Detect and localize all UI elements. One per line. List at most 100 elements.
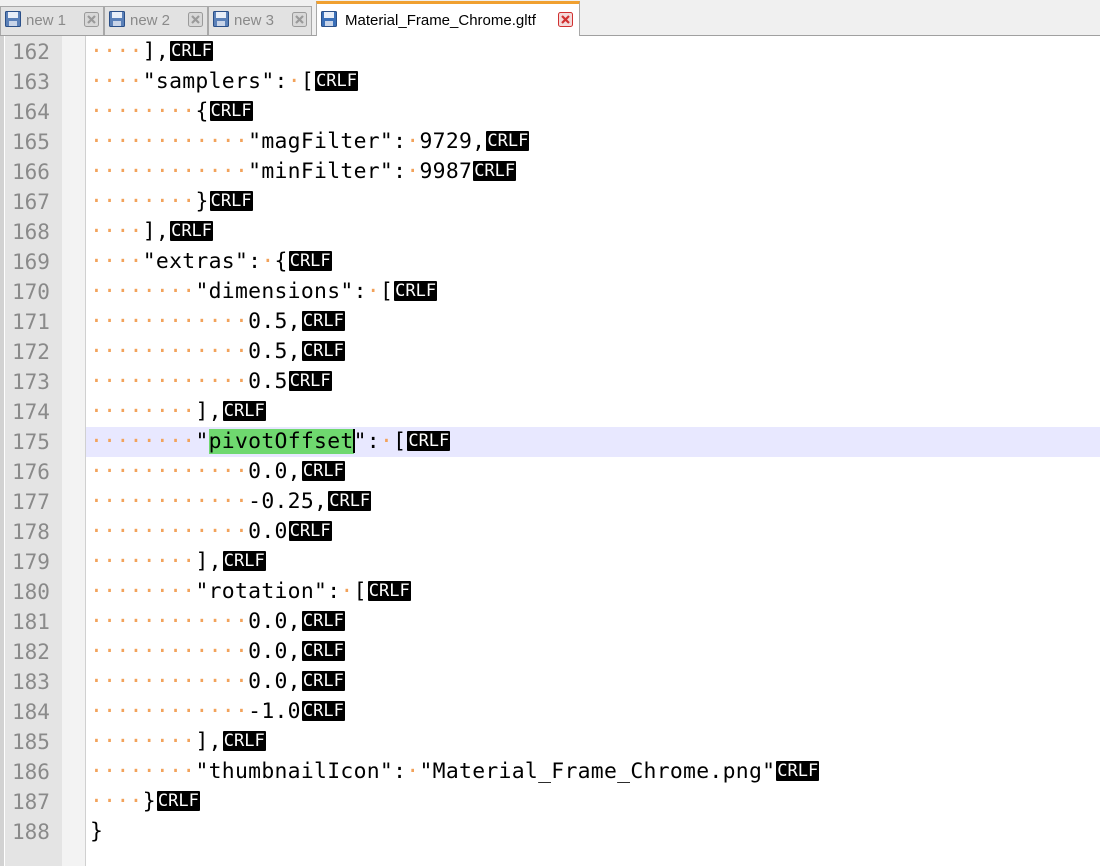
code-line[interactable]: 186········"thumbnailIcon":·"Material_Fr…: [0, 757, 1100, 787]
code-text[interactable]: }: [90, 819, 104, 844]
whitespace-marker: ·: [261, 249, 275, 274]
code-text[interactable]: ········"thumbnailIcon":·"Material_Frame…: [90, 759, 820, 784]
tab-label: new 3: [234, 12, 275, 29]
code-line[interactable]: 165············"magFilter":·9729,CRLF: [0, 127, 1100, 157]
line-number: 176: [12, 460, 50, 484]
code-line[interactable]: 181 ············0.0,CRLF: [0, 607, 1100, 637]
whitespace-marker: ········: [90, 759, 196, 784]
code-text[interactable]: ····],CRLF: [90, 39, 214, 64]
whitespace-marker: ········: [90, 399, 196, 424]
close-icon[interactable]: [292, 12, 307, 27]
code-line[interactable]: 176 ············0.0,CRLF: [0, 457, 1100, 487]
code-text[interactable]: ········"pivotOffset":·[CRLF: [90, 429, 451, 454]
code-line[interactable]: 183············0.0,CRLF: [0, 667, 1100, 697]
code-text[interactable]: ············0.0,CRLF: [90, 609, 345, 634]
whitespace-marker: ············: [90, 309, 249, 334]
code-line[interactable]: 162····],CRLF: [0, 37, 1100, 67]
whitespace-marker: ····: [90, 789, 143, 814]
line-number: 171: [12, 310, 50, 334]
whitespace-marker: ············: [90, 459, 249, 484]
code-text[interactable]: ············0.0,CRLF: [90, 639, 345, 664]
whitespace-marker: ············: [90, 339, 249, 364]
code-text[interactable]: ········"rotation":·[CRLF: [90, 579, 411, 604]
whitespace-marker: ············: [90, 609, 249, 634]
line-number: 169: [12, 250, 50, 274]
code-line[interactable]: 188}: [0, 817, 1100, 847]
tab-material-frame-chrome-gltf[interactable]: Material_Frame_Chrome.gltf: [316, 1, 580, 36]
save-icon: [213, 11, 229, 27]
code-text[interactable]: ············-0.25,CRLF: [90, 489, 372, 514]
line-number: 167: [12, 190, 50, 214]
line-number: 172: [12, 340, 50, 364]
code-text[interactable]: ············0.5,CRLF: [90, 309, 345, 334]
code-text[interactable]: ············0.0,CRLF: [90, 459, 345, 484]
code-text[interactable]: ········],CRLF: [90, 549, 266, 574]
line-number: 168: [12, 220, 50, 244]
close-icon[interactable]: [558, 12, 573, 27]
code-text[interactable]: ········],CRLF: [90, 399, 266, 424]
text-caret: [352, 429, 355, 453]
code-text[interactable]: ········{CRLF: [90, 99, 253, 124]
tab-new-1[interactable]: new 1: [0, 6, 104, 35]
tab-label: Material_Frame_Chrome.gltf: [345, 12, 536, 29]
code-line[interactable]: 168 ····],CRLF: [0, 217, 1100, 247]
close-icon[interactable]: [84, 12, 99, 27]
code-line[interactable]: 167 ········}CRLF: [0, 187, 1100, 217]
whitespace-marker: ·: [406, 759, 420, 784]
line-number: 175: [12, 430, 50, 454]
code-line[interactable]: 172 ············0.5,CRLF: [0, 337, 1100, 367]
code-line[interactable]: 174········],CRLF: [0, 397, 1100, 427]
line-number: 163: [12, 70, 50, 94]
whitespace-marker: ····: [90, 69, 143, 94]
fold-margin[interactable]: [62, 36, 85, 866]
whitespace-marker: ········: [90, 429, 196, 454]
tab-new-3[interactable]: new 3: [208, 6, 312, 35]
code-line[interactable]: 170 ········"dimensions":·[CRLF: [0, 277, 1100, 307]
code-line[interactable]: 187····}CRLF: [0, 787, 1100, 817]
line-number-margin: [0, 36, 62, 866]
code-text[interactable]: ········}CRLF: [90, 189, 253, 214]
eol-marker: CRLF: [222, 401, 266, 421]
code-line[interactable]: 177············-0.25,CRLF: [0, 487, 1100, 517]
code-line[interactable]: 163 ····"samplers":·[CRLF: [0, 67, 1100, 97]
code-text[interactable]: ····"samplers":·[CRLF: [90, 69, 359, 94]
tab-new-2[interactable]: new 2: [104, 6, 208, 35]
close-icon[interactable]: [188, 12, 203, 27]
code-line[interactable]: 182 ············0.0,CRLF: [0, 637, 1100, 667]
code-text[interactable]: ········],CRLF: [90, 729, 266, 754]
eol-marker: CRLF: [301, 641, 345, 661]
code-line[interactable]: 180········"rotation":·[CRLF: [0, 577, 1100, 607]
code-line[interactable]: 169 ····"extras":·{CRLF: [0, 247, 1100, 277]
code-line[interactable]: 171 ············0.5,CRLF: [0, 307, 1100, 337]
save-icon: [109, 11, 125, 27]
code-line[interactable]: 164········{CRLF: [0, 97, 1100, 127]
whitespace-marker: ············: [90, 639, 249, 664]
code-line[interactable]: 185········],CRLF: [0, 727, 1100, 757]
eol-marker: CRLF: [473, 161, 517, 181]
code-text[interactable]: ····],CRLF: [90, 219, 214, 244]
line-number: 181: [12, 610, 50, 634]
whitespace-marker: ············: [90, 699, 249, 724]
code-text[interactable]: ············0.5,CRLF: [90, 339, 345, 364]
editor[interactable]: 162····],CRLF 163 ····"samplers":·[CRLF 164…: [0, 36, 1100, 866]
eol-marker: CRLF: [301, 341, 345, 361]
code-text[interactable]: ····}CRLF: [90, 789, 200, 814]
save-icon: [321, 11, 337, 27]
code-text[interactable]: ········"dimensions":·[CRLF: [90, 279, 438, 304]
code-text[interactable]: ············"magFilter":·9729,CRLF: [90, 129, 530, 154]
code-line[interactable]: 179········],CRLF: [0, 547, 1100, 577]
current-line[interactable]: 175 ········"pivotOffset":·[CRLF: [0, 427, 1100, 457]
line-number: 182: [12, 640, 50, 664]
line-number: 170: [12, 280, 50, 304]
code-text[interactable]: ····"extras":·{CRLF: [90, 249, 332, 274]
code-text[interactable]: ············0.0,CRLF: [90, 669, 345, 694]
margin-edge: [0, 36, 4, 866]
